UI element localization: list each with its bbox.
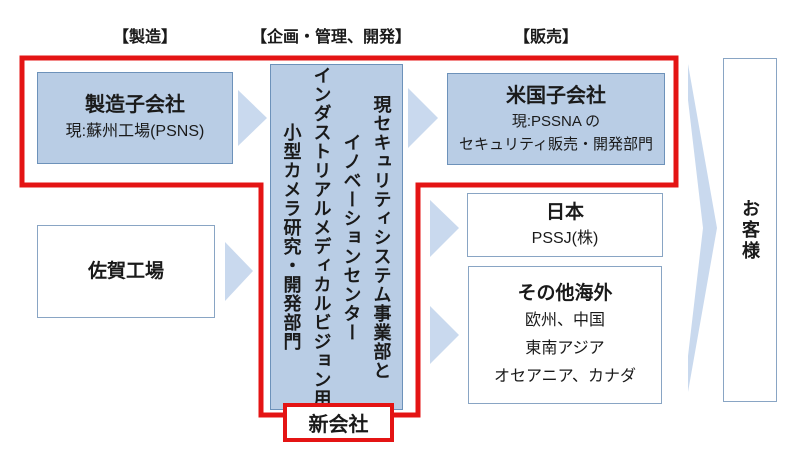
- us-subsidiary-subtitle1: 現:PSSNA の: [511, 112, 601, 130]
- us-subsidiary-subtitle2: セキュリティ販売・開発部門: [458, 135, 654, 153]
- new-company-scope-outline: [19, 55, 679, 418]
- japan-subtitle: PSSJ(株): [531, 229, 599, 247]
- saga-factory-title: 佐賀工場: [87, 261, 164, 282]
- center-division-box: 現セキュリティシステム事業部と イノベーションセンター インダストリアルメディカ…: [270, 64, 403, 410]
- us-subsidiary-box: 米国子会社 現:PSSNA の セキュリティ販売・開発部門: [447, 73, 665, 165]
- customers-title: お客様: [740, 198, 760, 262]
- center-division-line4: 小型カメラ研究・開発部門: [281, 123, 302, 351]
- arrow-center-to-japan-icon: [430, 200, 459, 257]
- saga-factory-box: 佐賀工場: [37, 225, 215, 318]
- other-overseas-line3: オセアニア、カナダ: [493, 367, 637, 385]
- other-overseas-box: その他海外 欧州、中国 東南アジア オセアニア、カナダ: [468, 266, 662, 404]
- arrow-mfg-to-center-icon: [238, 90, 267, 146]
- arrow-to-customers-icon: [688, 64, 717, 392]
- center-division-line2: イノベーションセンター: [341, 132, 362, 342]
- arrow-saga-to-center-icon: [225, 242, 253, 301]
- manufacturing-subsidiary-title: 製造子会社: [85, 93, 185, 116]
- manufacturing-subsidiary-subtitle: 現:蘇州工場(PSNS): [65, 122, 205, 140]
- us-subsidiary-title: 米国子会社: [506, 84, 606, 107]
- other-overseas-title: その他海外: [517, 282, 613, 304]
- other-overseas-line1: 欧州、中国: [524, 311, 605, 329]
- japan-sales-box: 日本 PSSJ(株): [467, 193, 663, 257]
- other-overseas-line2: 東南アジア: [525, 339, 605, 357]
- section-label-sales: 【販売】: [513, 29, 578, 46]
- arrow-center-to-overseas-icon: [430, 306, 459, 364]
- new-company-title: 新会社: [308, 414, 369, 436]
- center-division-line3: インダストリアルメディカルビジョン用: [311, 66, 332, 408]
- arrow-center-to-us-icon: [408, 88, 438, 148]
- manufacturing-subsidiary-box: 製造子会社 現:蘇州工場(PSNS): [37, 72, 233, 164]
- center-division-line1: 現セキュリティシステム事業部と: [371, 94, 392, 380]
- new-company-badge: 新会社: [283, 403, 394, 442]
- japan-title: 日本: [545, 201, 584, 223]
- customers-box: お客様: [723, 58, 777, 402]
- section-label-planning: 【企画・管理、開発】: [250, 29, 411, 46]
- center-division-vertical-text: 現セキュリティシステム事業部と イノベーションセンター インダストリアルメディカ…: [277, 65, 397, 409]
- section-label-manufacturing: 【製造】: [112, 29, 177, 46]
